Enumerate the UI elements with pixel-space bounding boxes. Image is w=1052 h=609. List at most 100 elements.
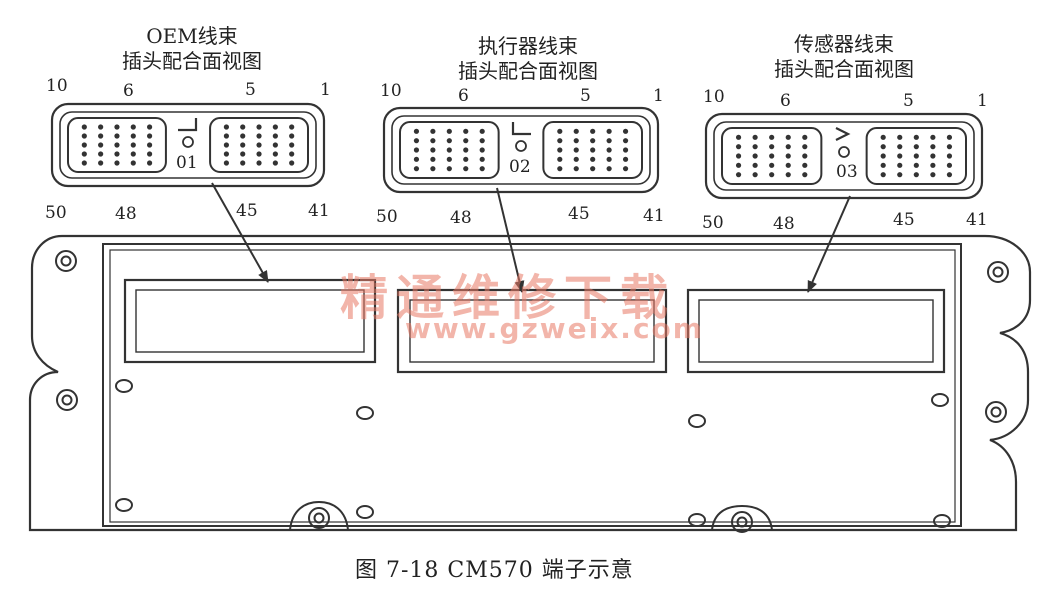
window-01-inner [135, 289, 365, 353]
screw-hole [688, 414, 706, 428]
mount-hole [308, 507, 330, 529]
connector-left-pin-dot [413, 138, 420, 144]
connector-left-pin-dot [114, 133, 120, 139]
connector-right-pin-dot [573, 166, 579, 172]
actuator-pin-45: 45 [568, 204, 590, 224]
connector-left-pin-dot [479, 147, 485, 153]
connector-faces [50, 102, 984, 200]
connector-left-pin-dot [735, 153, 742, 159]
connector-right-pin-dot [930, 172, 936, 178]
oem-pin-6: 6 [123, 81, 134, 101]
connector-left-pin-dot [446, 128, 452, 134]
polarity-circle [515, 140, 527, 152]
actuator-title: 执行器线束 插头配合面视图 [428, 34, 628, 84]
connector-left-pin-dot [114, 160, 120, 166]
connector-right-pin-dot [240, 142, 246, 148]
sensor-pin-10: 10 [703, 87, 725, 107]
connector-right-pin-dot [223, 142, 229, 148]
connector-left-pin-dot [147, 160, 153, 166]
mount-hole [60, 255, 72, 267]
connector-left-pin-dot [81, 142, 87, 148]
connector-right-pin-dot [272, 124, 278, 130]
connector-right-pin-dot [946, 144, 953, 150]
connector-actuator [382, 106, 660, 194]
connector-right-pin-dot [913, 172, 919, 178]
connector-left-pin-dot [769, 162, 775, 168]
connector-left-pin-dot [446, 138, 452, 144]
sensor-pin-6: 6 [780, 91, 791, 111]
connector-right-pin-dot [590, 147, 596, 153]
connector-right-pin-dot [256, 133, 262, 139]
connector-left-pin-dot [130, 124, 136, 130]
sensor-pin-45: 45 [893, 210, 915, 230]
actuator-title-line2: 插头配合面视图 [458, 59, 598, 83]
oem-pin-10: 10 [46, 76, 68, 96]
screw-holes [115, 379, 951, 528]
window-01 [123, 278, 377, 364]
connector-right-pin-dot [590, 138, 596, 144]
actuator-pin-50: 50 [376, 207, 398, 227]
oem-code: 01 [176, 153, 198, 173]
polarity-circle [838, 146, 850, 158]
connector-left-pin-dot [147, 133, 153, 139]
connector-right-pin-dot [557, 147, 563, 153]
connector-left-pin-dot [147, 124, 153, 130]
screw-hole [688, 513, 706, 527]
ecm-housing [28, 234, 1032, 532]
connector-right-pin-dot [223, 133, 229, 139]
connector-right-pin-dot [557, 138, 563, 144]
connector-left-pin-dot [785, 162, 791, 168]
connector-left-pin-dot [785, 144, 791, 150]
arrow-01 [211, 182, 269, 283]
connector-inner-shell [713, 121, 975, 191]
window-03-inner [698, 299, 934, 363]
connector-left-pin-dot [802, 172, 808, 178]
sensor-title-line1: 传感器线束 [794, 32, 894, 56]
connector-right-pin-dot [622, 147, 629, 153]
connector-right-pin-dot [573, 138, 579, 144]
connector-right-pin-dot [256, 142, 262, 148]
connector-left-pin-dot [785, 153, 791, 159]
connector-inner-shell [391, 115, 651, 185]
connector-right-pin-dot [289, 160, 295, 166]
connector-right-pin-dot [622, 156, 629, 162]
connector-right-pin-dot [606, 138, 612, 144]
arrow-02 [496, 187, 525, 293]
connector-right-pin-dot [622, 166, 629, 172]
screw-hole [356, 406, 374, 420]
connector-right-pin-dot [930, 134, 936, 140]
connector-left-pin-dot [735, 172, 742, 178]
housing-inner-frame-2 [109, 249, 956, 523]
connector-left-pin-dot [430, 138, 436, 144]
connector-left-pin-dot [413, 166, 420, 172]
screw-hole [931, 393, 949, 407]
connector-right-pin-dot [880, 162, 886, 168]
sensor-pin-50: 50 [702, 213, 724, 233]
mount-hole [61, 394, 73, 406]
connector-right-pin-dot [897, 172, 903, 178]
mount-hole [55, 250, 77, 272]
sensor-pin-1: 1 [977, 91, 988, 111]
connector-right-pin-dot [897, 134, 903, 140]
actuator-pin-1: 1 [653, 86, 664, 106]
mount-hole [992, 266, 1004, 278]
oem-title-line1: OEM线束 [146, 24, 238, 48]
sensor-pin-48: 48 [773, 214, 795, 234]
screw-hole [933, 514, 951, 528]
connector-right-pin-dot [880, 134, 886, 140]
connector-left-pin-dot [785, 134, 791, 140]
connector-right-pin-dot [606, 128, 612, 134]
connector-left-pin-dot [430, 147, 436, 153]
connector-right-pin-dot [573, 147, 579, 153]
key-corner-key-left-icon [511, 122, 531, 136]
connector-left-pin-dot [802, 144, 808, 150]
connector-left-pin-dot [802, 162, 808, 168]
connector-right-pin-dot [897, 144, 903, 150]
sensor-title-line2: 插头配合面视图 [774, 57, 914, 81]
connector-left-pin-dot [446, 156, 452, 162]
mounting-holes [55, 250, 1009, 533]
connector-left-pin-dot [769, 153, 775, 159]
connector-oem [50, 102, 326, 188]
connector-right-pin-dot [590, 156, 596, 162]
connector-left-pin-dot [81, 160, 87, 166]
